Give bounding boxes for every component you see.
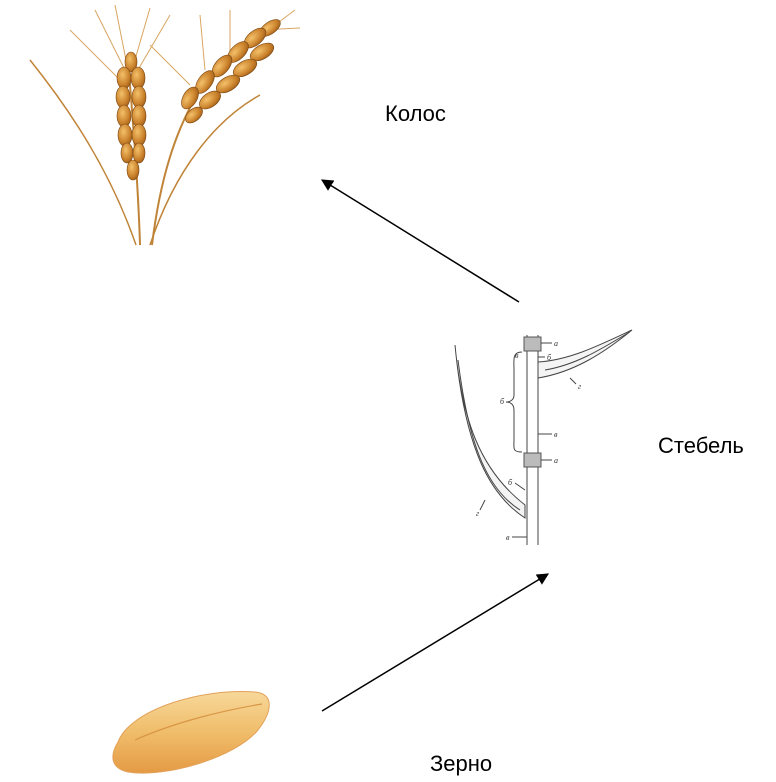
stem-letter: г [476,509,479,518]
wheat-spike-image [30,5,300,245]
stem-letter: в [554,430,558,439]
stem-letter: в [515,351,519,360]
grain-image [113,692,269,774]
stem-letter: в [506,533,510,542]
stem-letter: г [578,382,581,391]
stem-letter: б [500,397,505,406]
stem-letter: а [554,456,558,465]
stem-diagram-image [455,330,632,545]
stem-label: Стебель [658,433,744,459]
arrow-grain-to-stem [322,574,548,711]
arrow-stem-to-spike [322,180,519,302]
stem-letter: а [554,339,558,348]
stem-letter: б [508,478,513,487]
spike-label: Колос [385,101,446,127]
grain-label: Зерно [430,751,492,777]
